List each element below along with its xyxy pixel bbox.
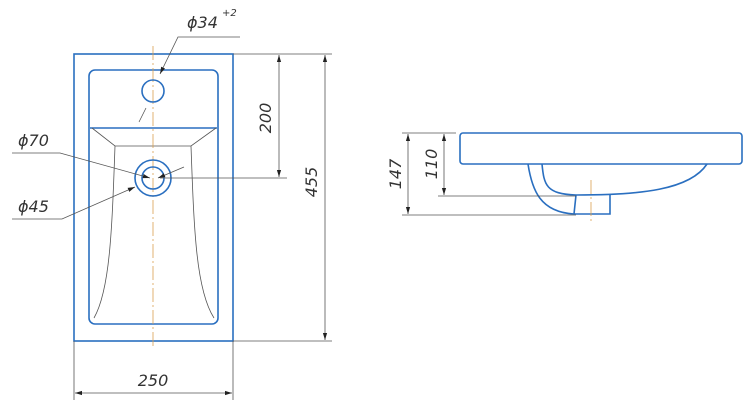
side-view: 147 110 (386, 132, 743, 222)
drain-depth-dimension: 200 (256, 103, 275, 134)
bowl-inner-profile (541, 163, 708, 196)
tap-hole (141, 79, 165, 103)
drain-inner-dimension: ϕ45 (18, 197, 49, 216)
drain-profile (573, 194, 577, 215)
tap-hole-leader-tail (138, 107, 147, 123)
width-dimension: 250 (138, 371, 169, 390)
drain-outer-dimension: ϕ70 (18, 131, 49, 150)
bowl-slope (91, 127, 217, 147)
length-dimension: 455 (302, 167, 321, 198)
total-height-dimension: 147 (386, 158, 405, 189)
sink-outer-outline (73, 53, 234, 342)
sink-rim-profile (459, 132, 743, 165)
top-view: ϕ34 +2 ϕ70 ϕ45 200 455 250 (12, 8, 332, 400)
drain-outer-leader (12, 152, 151, 179)
tap-hole-dimension: ϕ34 (187, 13, 218, 32)
tap-hole-leader (159, 36, 240, 75)
bowl-right-edge (190, 145, 215, 319)
bowl-left-edge (93, 145, 116, 319)
bowl-outer-profile (527, 163, 611, 215)
sink-inner-outline (88, 69, 219, 325)
tap-hole-tolerance: +2 (222, 8, 237, 19)
drain-inner-leader (12, 186, 136, 220)
bowl-height-dimension: 110 (422, 149, 441, 180)
drain-outer-leader-tail (157, 166, 185, 179)
